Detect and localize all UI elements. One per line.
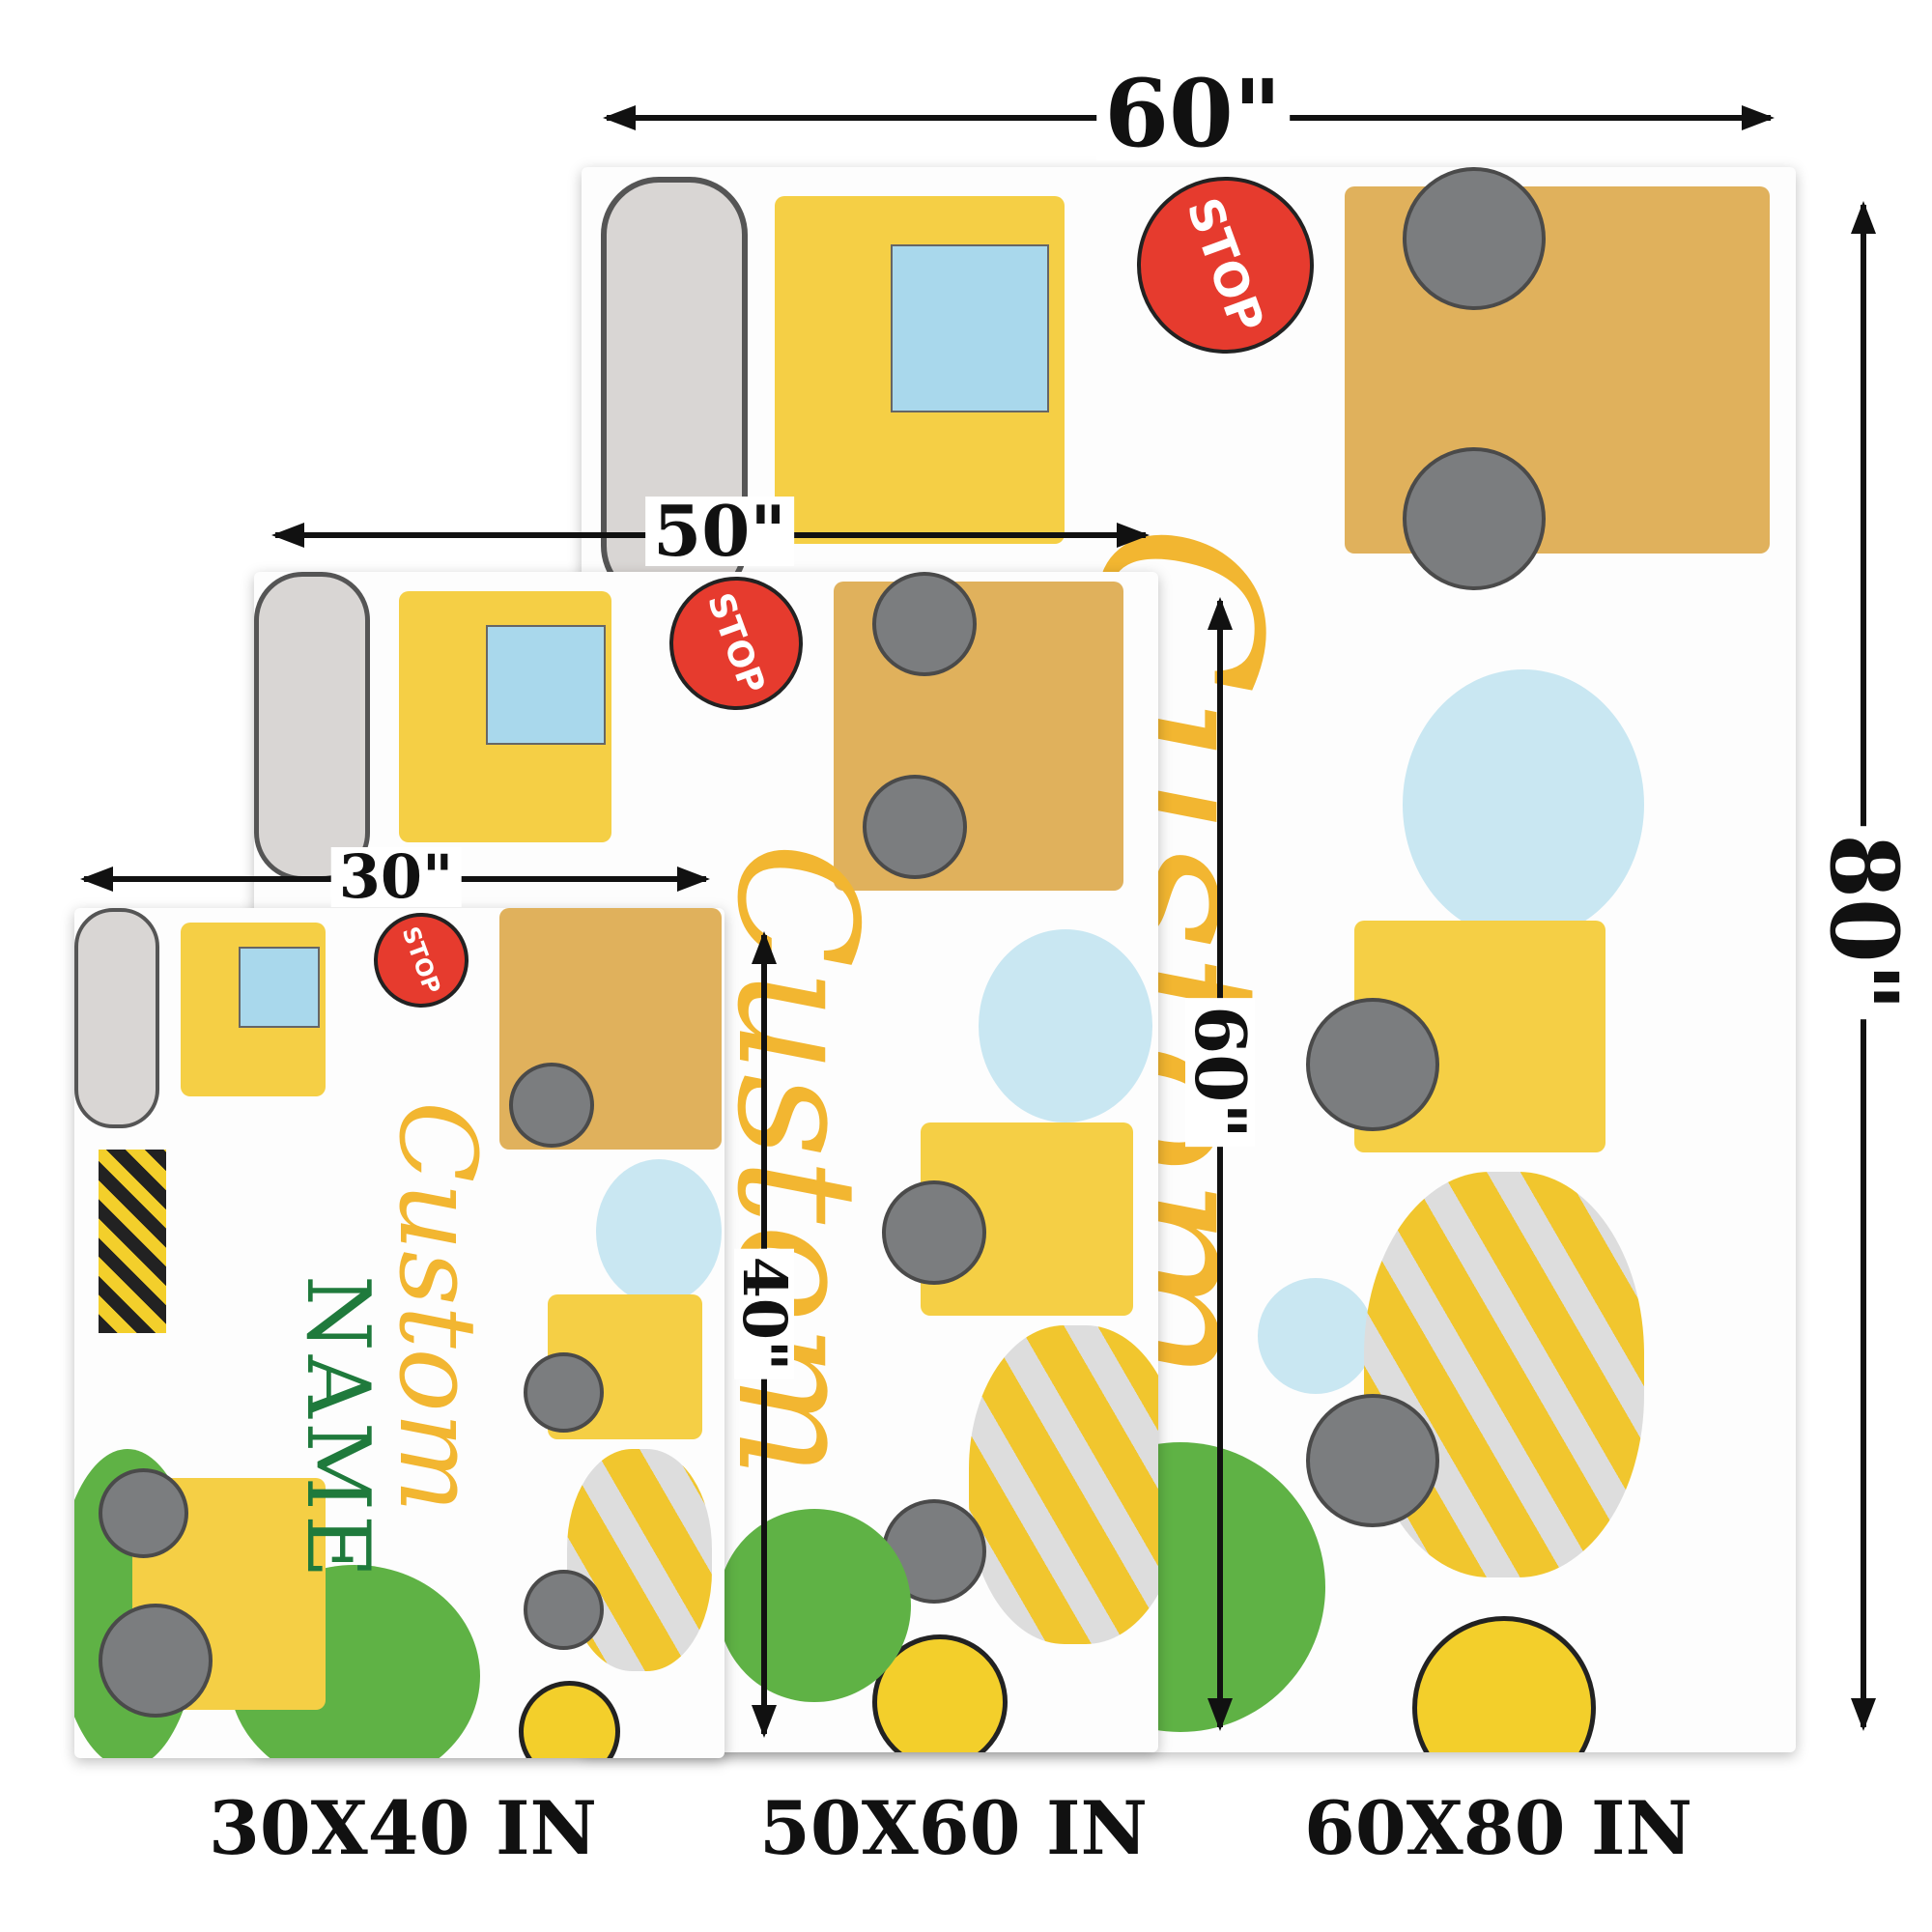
- wheel: [863, 775, 967, 879]
- custom-script-text: Custom: [700, 842, 892, 1479]
- wheel: [1306, 1394, 1439, 1527]
- height-arrow-60: [1208, 597, 1233, 1731]
- stop-sign: STOP: [1112, 167, 1339, 379]
- cloud: [979, 929, 1152, 1122]
- cloud: [1403, 669, 1644, 940]
- width-label-60: 60": [1096, 68, 1290, 160]
- tree: [718, 1509, 911, 1702]
- wheel: [1403, 167, 1546, 310]
- height-label-80: 80": [1809, 826, 1918, 1019]
- name-text: NAME: [287, 1275, 388, 1582]
- height-label-60: 60": [1179, 998, 1262, 1147]
- crane-track: [74, 908, 159, 1128]
- height-label-40: 40": [729, 1248, 800, 1379]
- wheel: [1403, 447, 1546, 590]
- truck-window: [239, 947, 320, 1028]
- wheel: [524, 1570, 604, 1650]
- wheel: [1306, 998, 1439, 1131]
- road-sign: [1412, 1616, 1596, 1752]
- crane-track: [254, 572, 370, 881]
- size-label-50x60: 50X60 IN: [759, 1785, 1148, 1871]
- size-label-60x80: 60X80 IN: [1304, 1785, 1692, 1871]
- truck-window: [891, 244, 1049, 412]
- wheel: [872, 572, 977, 676]
- wheel: [509, 1063, 594, 1148]
- size-label-30x40: 30X40 IN: [209, 1785, 597, 1871]
- cloud: [1258, 1278, 1374, 1394]
- wheel: [99, 1468, 188, 1558]
- width-label-30: 30": [330, 847, 462, 907]
- wheel: [99, 1604, 213, 1718]
- cement-mixer-drum: [969, 1325, 1158, 1644]
- blanket-30x40: STOP Custom NAME: [74, 908, 724, 1758]
- wheel: [882, 1180, 986, 1285]
- width-label-50: 50": [645, 497, 794, 566]
- stop-sign: STOP: [650, 572, 822, 729]
- custom-script-text: Custom: [376, 1101, 499, 1514]
- barrier: [99, 1150, 166, 1333]
- truck-window: [486, 625, 606, 745]
- road-sign: [519, 1681, 620, 1758]
- wheel: [524, 1352, 604, 1433]
- stop-sign: STOP: [360, 908, 482, 1021]
- cloud: [596, 1159, 722, 1304]
